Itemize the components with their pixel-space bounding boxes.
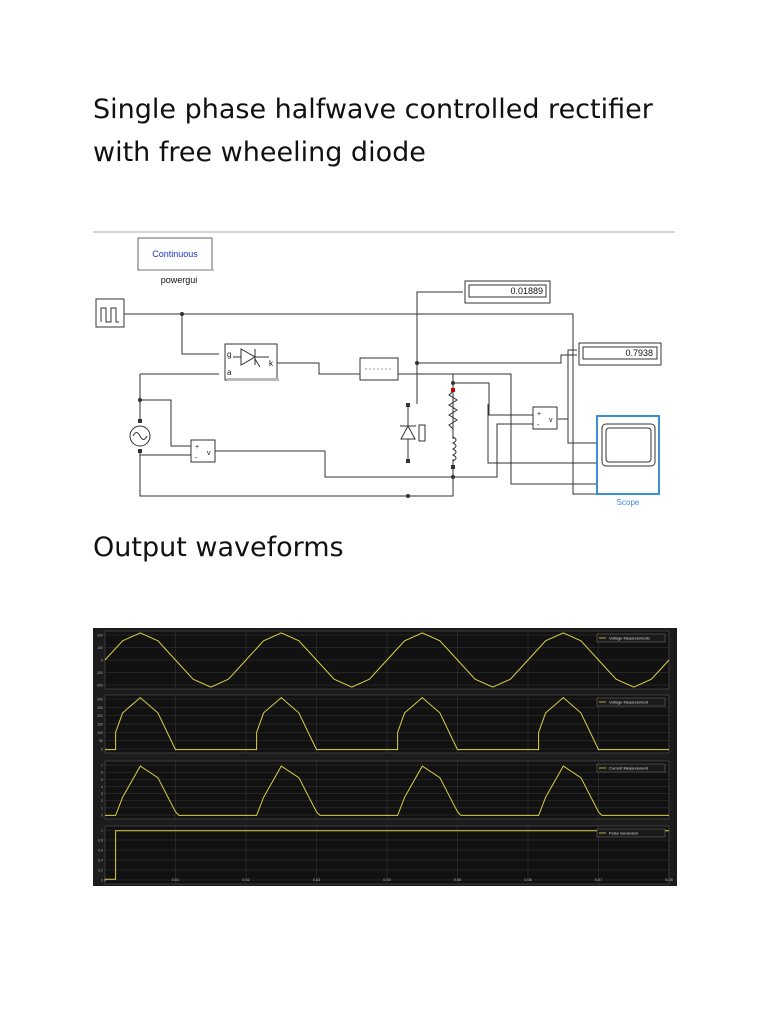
legend-box (596, 828, 666, 838)
vm1-minus: - (195, 455, 198, 462)
y-tick-label: 0 (101, 879, 103, 883)
display-right-value: 0.7938 (625, 348, 653, 358)
display-top-value: 0.01889 (510, 286, 543, 296)
y-tick-label: -200 (96, 684, 103, 688)
y-tick-label: 100 (97, 646, 103, 650)
legend-label: Voltage Measurement1 (609, 636, 651, 641)
y-tick-label: 0.8 (98, 839, 103, 843)
y-tick-label: -100 (96, 671, 103, 675)
y-tick-label: 1 (101, 806, 103, 810)
x-tick-label: 0 (104, 878, 106, 882)
x-tick-label: 0.02 (242, 878, 249, 882)
powergui-mode: Continuous (152, 249, 198, 259)
y-tick-label: 300 (97, 698, 103, 702)
vm2-minus: - (537, 422, 540, 429)
legend-label: Pulse Generator (609, 831, 639, 836)
y-tick-label: 200 (97, 634, 103, 638)
thyristor-cathode-label: k (269, 359, 274, 368)
y-tick-label: 50 (99, 739, 103, 743)
x-tick-label: 0.06 (524, 878, 531, 882)
simulink-circuit-diagram: Continuous powergui g a k + - v + - v 0.… (93, 233, 675, 510)
title-line-1: Single phase halfwave controlled rectifi… (93, 94, 653, 125)
y-tick-label: 250 (97, 706, 103, 710)
model-top-divider (93, 231, 675, 233)
legend-label: Current Measurement (609, 766, 649, 771)
section-heading: Output waveforms (93, 532, 344, 563)
y-tick-label: 3 (101, 792, 103, 796)
document-title: Single phase halfwave controlled rectifi… (93, 88, 693, 174)
thyristor-gate-label: g (227, 350, 231, 359)
trace-1 (104, 632, 670, 688)
y-tick-label: 0 (101, 748, 103, 752)
y-tick-label: 1 (101, 829, 103, 833)
x-tick-label: 0.01 (172, 878, 179, 882)
x-tick-label: 0.03 (313, 878, 320, 882)
vm2-v: v (549, 417, 553, 424)
y-tick-label: 7 (101, 764, 103, 768)
legend-label: Voltage Measurement (609, 700, 649, 705)
y-tick-label: 5 (101, 778, 103, 782)
title-line-2: with free wheeling diode (93, 137, 426, 168)
legend-box (596, 763, 666, 773)
vm1-v: v (207, 450, 211, 457)
y-tick-label: 2 (101, 799, 103, 803)
y-tick-label: 0.6 (98, 849, 103, 853)
y-tick-label: 4 (101, 785, 103, 789)
y-tick-label: 6 (101, 771, 103, 775)
y-tick-label: 0 (101, 814, 103, 818)
x-tick-label: 0.05 (454, 878, 461, 882)
x-tick-label: 0.04 (383, 878, 390, 882)
legend-box (596, 697, 666, 707)
x-tick-label: 0.08 (665, 878, 672, 882)
y-tick-label: 100 (97, 731, 103, 735)
trace-3 (105, 765, 669, 816)
trace-2 (105, 696, 669, 751)
trace-4 (105, 830, 669, 880)
vm1-plus: + (195, 444, 199, 451)
thyristor-anode-label: a (227, 368, 232, 377)
x-tick-label: 0.07 (595, 878, 602, 882)
y-tick-label: 0 (101, 659, 103, 663)
scope-label: Scope (617, 498, 640, 507)
y-tick-label: 150 (97, 723, 103, 727)
vm2-plus: + (537, 411, 541, 418)
y-tick-label: 200 (97, 714, 103, 718)
y-tick-label: 0.2 (98, 869, 103, 873)
y-tick-label: 0.4 (98, 859, 103, 863)
powergui-label: powergui (161, 275, 198, 285)
legend-box (596, 633, 666, 643)
